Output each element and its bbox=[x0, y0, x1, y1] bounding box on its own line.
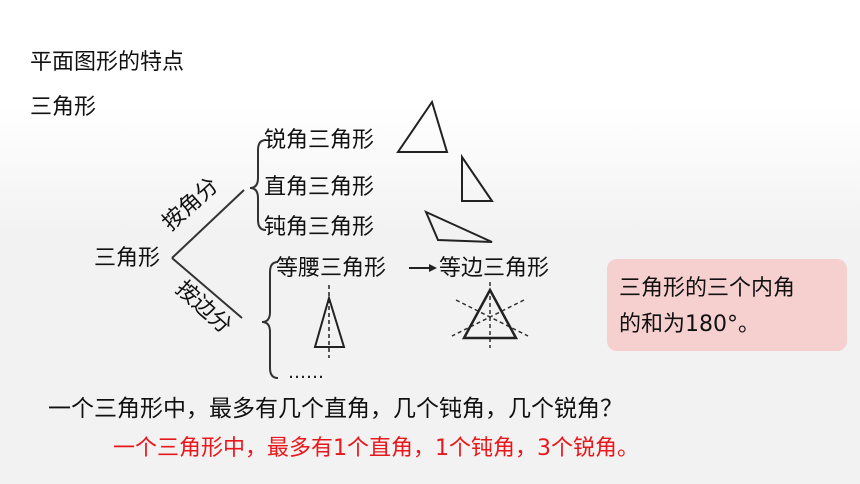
arrow-head-icon bbox=[429, 264, 437, 272]
section-title: 三角形 bbox=[30, 95, 97, 120]
equilateral-triangle-label: 等边三角形 bbox=[439, 256, 550, 281]
acute-triangle-label: 锐角三角形 bbox=[264, 128, 375, 153]
branch-line-side bbox=[171, 257, 243, 319]
answer-text: 一个三角形中，最多有1个直角，1个钝角，3个锐角。 bbox=[113, 436, 639, 461]
obtuse-triangle-icon bbox=[424, 210, 493, 243]
equilateral-triangle-icon bbox=[461, 287, 519, 340]
brace-by-side bbox=[261, 261, 279, 379]
ellipsis-label: …… bbox=[288, 362, 324, 383]
angle-sum-note-line2: 的和为180°。 bbox=[619, 312, 760, 337]
angle-sum-note-line1: 三角形的三个内角 bbox=[619, 276, 796, 301]
question-text: 一个三角形中，最多有几个直角，几个钝角，几个锐角？ bbox=[48, 396, 623, 422]
acute-triangle-icon bbox=[396, 99, 449, 153]
tree-root-label: 三角形 bbox=[94, 246, 161, 271]
right-triangle-icon bbox=[461, 153, 494, 202]
page-title: 平面图形的特点 bbox=[30, 50, 185, 75]
isosceles-triangle-label: 等腰三角形 bbox=[276, 256, 387, 281]
branch-line-angle bbox=[171, 189, 245, 259]
right-triangle-label: 直角三角形 bbox=[264, 175, 375, 200]
obtuse-triangle-label: 钝角三角形 bbox=[264, 215, 375, 240]
brace-by-angle bbox=[249, 139, 267, 231]
isosceles-triangle-icon bbox=[313, 294, 346, 348]
angle-sum-note: 三角形的三个内角 的和为180°。 bbox=[607, 259, 847, 351]
